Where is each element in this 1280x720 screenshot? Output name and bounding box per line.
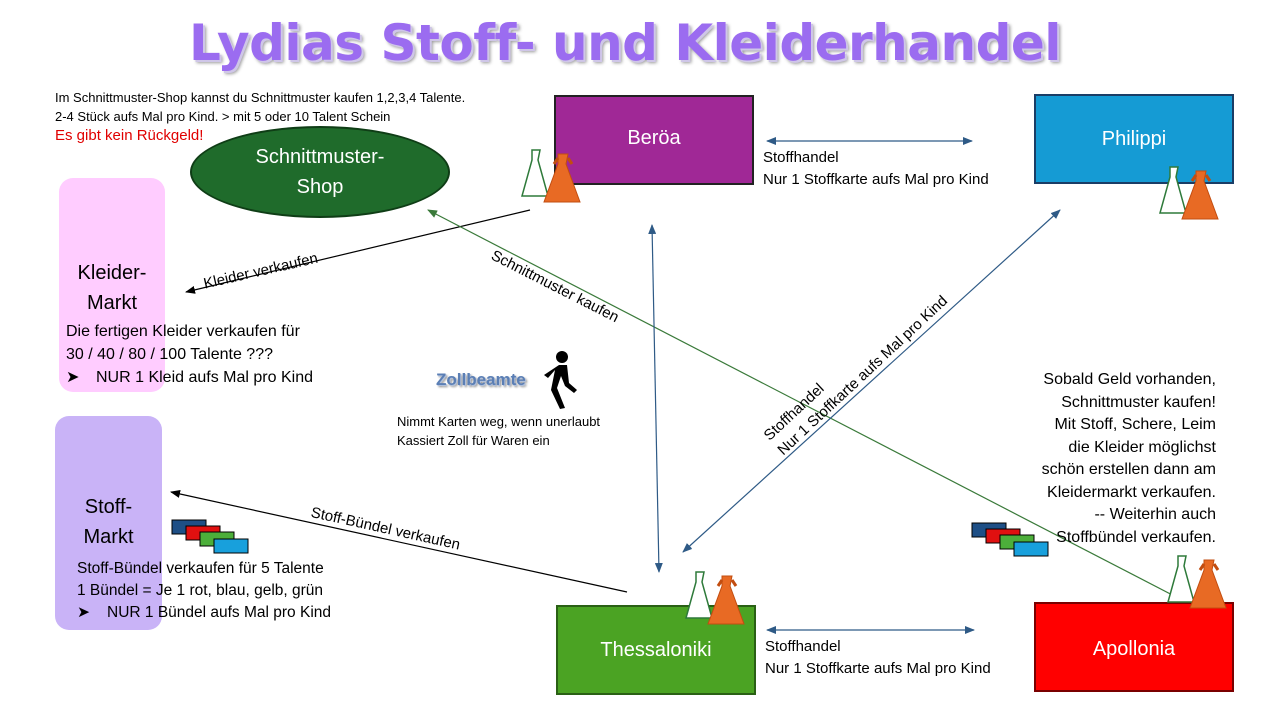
apollonia-label: Apollonia	[1092, 638, 1176, 660]
stoffmarkt-label-line2: Markt	[83, 526, 134, 548]
edge-label-thessaloniki-apollonia: Stoffhandel Nur 1 Stoffkarte aufs Mal pr…	[765, 636, 1035, 680]
page-title: Lydias Stoff- und Kleiderhandel	[189, 14, 1061, 72]
shop-note-line2: 2-4 Stück aufs Mal pro Kind. > mit 5 ode…	[55, 109, 391, 124]
arrow-bullet-icon: ➤	[77, 604, 90, 621]
philippi-node[interactable]: Philippi	[1034, 94, 1234, 184]
dress-icon	[1159, 166, 1219, 220]
kleidermarkt-text: Die fertigen Kleider verkaufen für 30 / …	[66, 320, 396, 389]
right-note-line: Kleidermarkt verkaufen.	[1047, 483, 1216, 501]
fabric-bundle-icon	[171, 519, 249, 554]
edge-label-beroea-philippi: Stoffhandel Nur 1 Stoffkarte aufs Mal pr…	[763, 147, 1033, 191]
shop-note-warning: Es gibt kein Rückgeld!	[55, 127, 204, 144]
zoll-line2: Kassiert Zoll für Waren ein	[397, 433, 550, 448]
edge-label-line2: Nur 1 Stoffkarte aufs Mal pro Kind	[763, 171, 989, 188]
stoffmarkt-text-line1: Stoff-Bündel verkaufen für 5 Talente	[77, 560, 324, 577]
stoffmarkt-text-line2: 1 Bündel = Je 1 rot, blau, gelb, grün	[77, 582, 324, 599]
dress-icon	[1167, 555, 1227, 609]
walking-person-icon	[544, 351, 577, 409]
right-note-line: Mit Stoff, Schere, Leim	[1054, 416, 1216, 433]
arrow-philippi-thessaloniki	[682, 209, 1061, 553]
dress-icon	[685, 571, 745, 625]
kleidermarkt-bullet-text: NUR 1 Kleid aufs Mal pro Kind	[96, 369, 313, 386]
stoffmarkt-label-line1: Stoff-	[84, 496, 133, 518]
right-note-line: Stoffbündel verkaufen.	[1056, 528, 1216, 546]
kleidermarkt-text-line2: 30 / 40 / 80 / 100 Talente ???	[66, 346, 273, 363]
zoll-title: Zollbeamte	[436, 370, 526, 389]
philippi-label: Philippi	[1101, 128, 1167, 150]
edge-label-line1: Stoffhandel	[763, 149, 839, 166]
shop-note: Im Schnittmuster-Shop kannst du Schnittm…	[55, 88, 575, 145]
zoll-text: Nimmt Karten weg, wenn unerlaubt Kassier…	[397, 412, 657, 450]
kleidermarkt-label-line2: Markt	[87, 292, 137, 314]
arrow-kleider-verkaufen	[185, 209, 531, 294]
stoffmarkt-text: Stoff-Bündel verkaufen für 5 Talente 1 B…	[77, 558, 387, 624]
right-note-line: -- Weiterhin auch	[1094, 506, 1216, 523]
right-note-line: Sobald Geld vorhanden,	[1043, 371, 1216, 388]
right-note-line: schön erstellen dann am	[1041, 461, 1216, 478]
kleidermarkt-bullet: ➤ NUR 1 Kleid aufs Mal pro Kind	[66, 366, 396, 389]
stoffmarkt-node[interactable]: Stoff- Markt	[55, 416, 162, 630]
shop-label-line2: Shop	[296, 176, 344, 198]
stoffmarkt-bullet: ➤ NUR 1 Bündel aufs Mal pro Kind	[77, 602, 387, 624]
shop-note-line1: Im Schnittmuster-Shop kannst du Schnittm…	[55, 90, 466, 105]
shop-label-line1: Schnittmuster-	[255, 146, 385, 168]
shop-node[interactable]: Schnittmuster- Shop	[190, 126, 450, 218]
right-note: Sobald Geld vorhanden, Schnittmuster kau…	[990, 369, 1216, 549]
arrow-beroea-thessaloniki	[648, 224, 663, 573]
dress-icon	[521, 149, 581, 203]
right-note-line: Schnittmuster kaufen!	[1061, 393, 1216, 411]
kleidermarkt-node[interactable]: Kleider- Markt	[59, 178, 165, 392]
arrow-bullet-icon: ➤	[66, 369, 80, 386]
stoffmarkt-bullet-text: NUR 1 Bündel aufs Mal pro Kind	[107, 604, 332, 621]
apollonia-node[interactable]: Apollonia	[1034, 602, 1234, 692]
arrow-stoff-buendel-verkaufen	[170, 490, 628, 593]
edge-label-line1: Stoffhandel	[765, 638, 841, 655]
kleidermarkt-label-line1: Kleider-	[77, 262, 147, 284]
beroea-node[interactable]: Beröa	[554, 95, 754, 185]
fabric-bundle-icon	[971, 522, 1049, 557]
zoll-line1: Nimmt Karten weg, wenn unerlaubt	[397, 414, 601, 429]
kleidermarkt-text-line1: Die fertigen Kleider verkaufen für	[66, 323, 300, 340]
edge-label-line2: Nur 1 Stoffkarte aufs Mal pro Kind	[765, 660, 991, 677]
right-note-line: die Kleider möglichst	[1068, 438, 1216, 456]
thessaloniki-label: Thessaloniki	[600, 638, 712, 661]
beroea-label: Beröa	[627, 127, 681, 149]
